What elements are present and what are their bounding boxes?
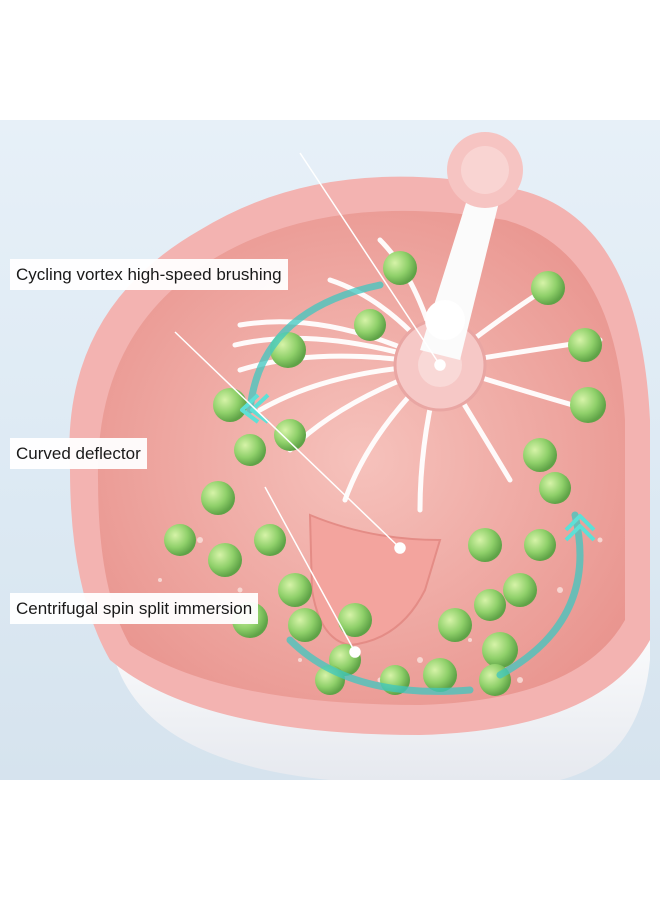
callout-leaders [174, 152, 446, 658]
grapes [164, 251, 606, 696]
chevron-arrows [240, 393, 596, 542]
basin-base [110, 600, 650, 780]
vortex-arrows [246, 281, 584, 695]
callout-vortex-brushing: Cycling vortex high-speed brushing [10, 259, 288, 290]
callout-spin-immersion: Centrifugal spin split immersion [10, 593, 259, 624]
crank-knob-base [425, 300, 465, 340]
callout-curved-deflector: Curved deflector [10, 438, 147, 469]
basin-inner [97, 210, 626, 705]
product-photo: Cycling vortex high-speed brushing Curve… [0, 120, 660, 780]
